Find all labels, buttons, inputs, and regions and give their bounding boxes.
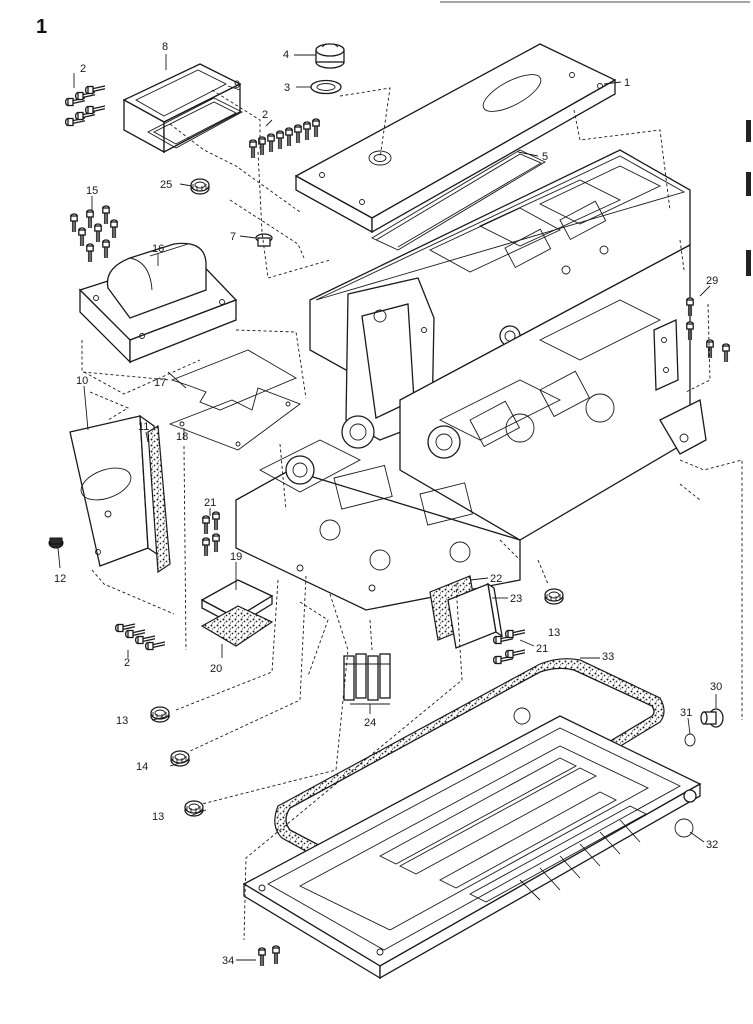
callout-21-left: 21 (204, 497, 216, 509)
part-12-plug (48, 537, 64, 549)
part-15-bolt-group (70, 205, 118, 263)
part-14-plug (170, 750, 190, 767)
callout-11: 11 (138, 421, 149, 433)
callout-34: 34 (222, 955, 234, 967)
callout-19: 19 (230, 551, 242, 563)
part-9-gasket (147, 97, 243, 149)
callout-13-b: 13 (152, 811, 164, 823)
callout-8: 8 (162, 41, 168, 53)
part-7-plug (255, 233, 273, 247)
part-8-cover-plate (122, 63, 242, 154)
callout-18: 18 (176, 431, 188, 443)
part-21-bolt-group-right (492, 629, 526, 665)
callout-2-top-row: 2 (262, 109, 268, 121)
callout-20: 20 (210, 663, 222, 675)
part-20-gasket (200, 605, 274, 647)
part-3-washer (310, 79, 342, 95)
callout-29: 29 (706, 275, 718, 287)
callout-30: 30 (710, 681, 722, 693)
part-5-gasket (371, 149, 546, 251)
callout-32: 32 (706, 839, 718, 851)
part-2-bolt-group-lower (114, 623, 166, 651)
callout-9: 9 (234, 79, 240, 91)
callout-21-right: 21 (536, 643, 548, 655)
callout-25: 25 (160, 179, 172, 191)
part-25-plug (190, 178, 210, 195)
callout-2-top-left: 2 (80, 63, 86, 75)
callout-13-a: 13 (116, 715, 128, 727)
part-34-bolt-pair (258, 945, 280, 967)
callout-1: 1 (624, 77, 630, 89)
callout-2-lower: 2 (124, 657, 130, 669)
callout-5: 5 (542, 151, 548, 163)
part-11-gasket (147, 424, 171, 574)
callout-4: 4 (283, 49, 289, 61)
callout-23: 23 (510, 593, 522, 605)
part-16-bearing-housing (78, 242, 238, 364)
part-29-bolt-group (686, 297, 730, 363)
callout-12: 12 (54, 573, 66, 585)
callout-3: 3 (284, 82, 290, 94)
part-32-oil-pan (242, 707, 702, 980)
callout-10: 10 (76, 375, 88, 387)
part-18-gasket (168, 387, 301, 451)
part-4-filler-cap (315, 43, 345, 69)
callout-16: 16 (152, 243, 164, 255)
callout-7: 7 (230, 231, 236, 243)
part-10-side-cover (69, 414, 161, 567)
part-17-gasket (170, 349, 298, 411)
part-13-plug-b (184, 800, 204, 817)
part-24-dowel-pins (343, 653, 391, 701)
callout-33: 33 (602, 651, 614, 663)
part-2-bolt-group-left (64, 85, 106, 127)
callout-13-right: 13 (548, 627, 560, 639)
page-number: 1 (36, 16, 47, 38)
callout-17: 17 (154, 377, 166, 389)
part-30-drain-plug (700, 708, 724, 728)
part-13-plug-right (544, 588, 564, 605)
callout-leader-lines (57, 54, 717, 961)
callout-labels: 1 2 2 2 3 4 5 7 8 9 10 11 12 13 13 13 14… (54, 41, 722, 967)
callout-24: 24 (364, 717, 376, 729)
part-21-bolt-group-left (202, 511, 220, 557)
callout-31: 31 (680, 707, 692, 719)
part-31-washer (684, 733, 696, 747)
scan-edge-marks (440, 1, 751, 276)
callout-15: 15 (86, 185, 98, 197)
part-1-top-cover (294, 43, 617, 234)
part-23-cover-plate (447, 582, 503, 649)
assembly-dashed-lines (81, 87, 743, 941)
callout-22: 22 (490, 573, 502, 585)
callout-14: 14 (136, 761, 148, 773)
main-gearbox-housing (235, 149, 707, 611)
